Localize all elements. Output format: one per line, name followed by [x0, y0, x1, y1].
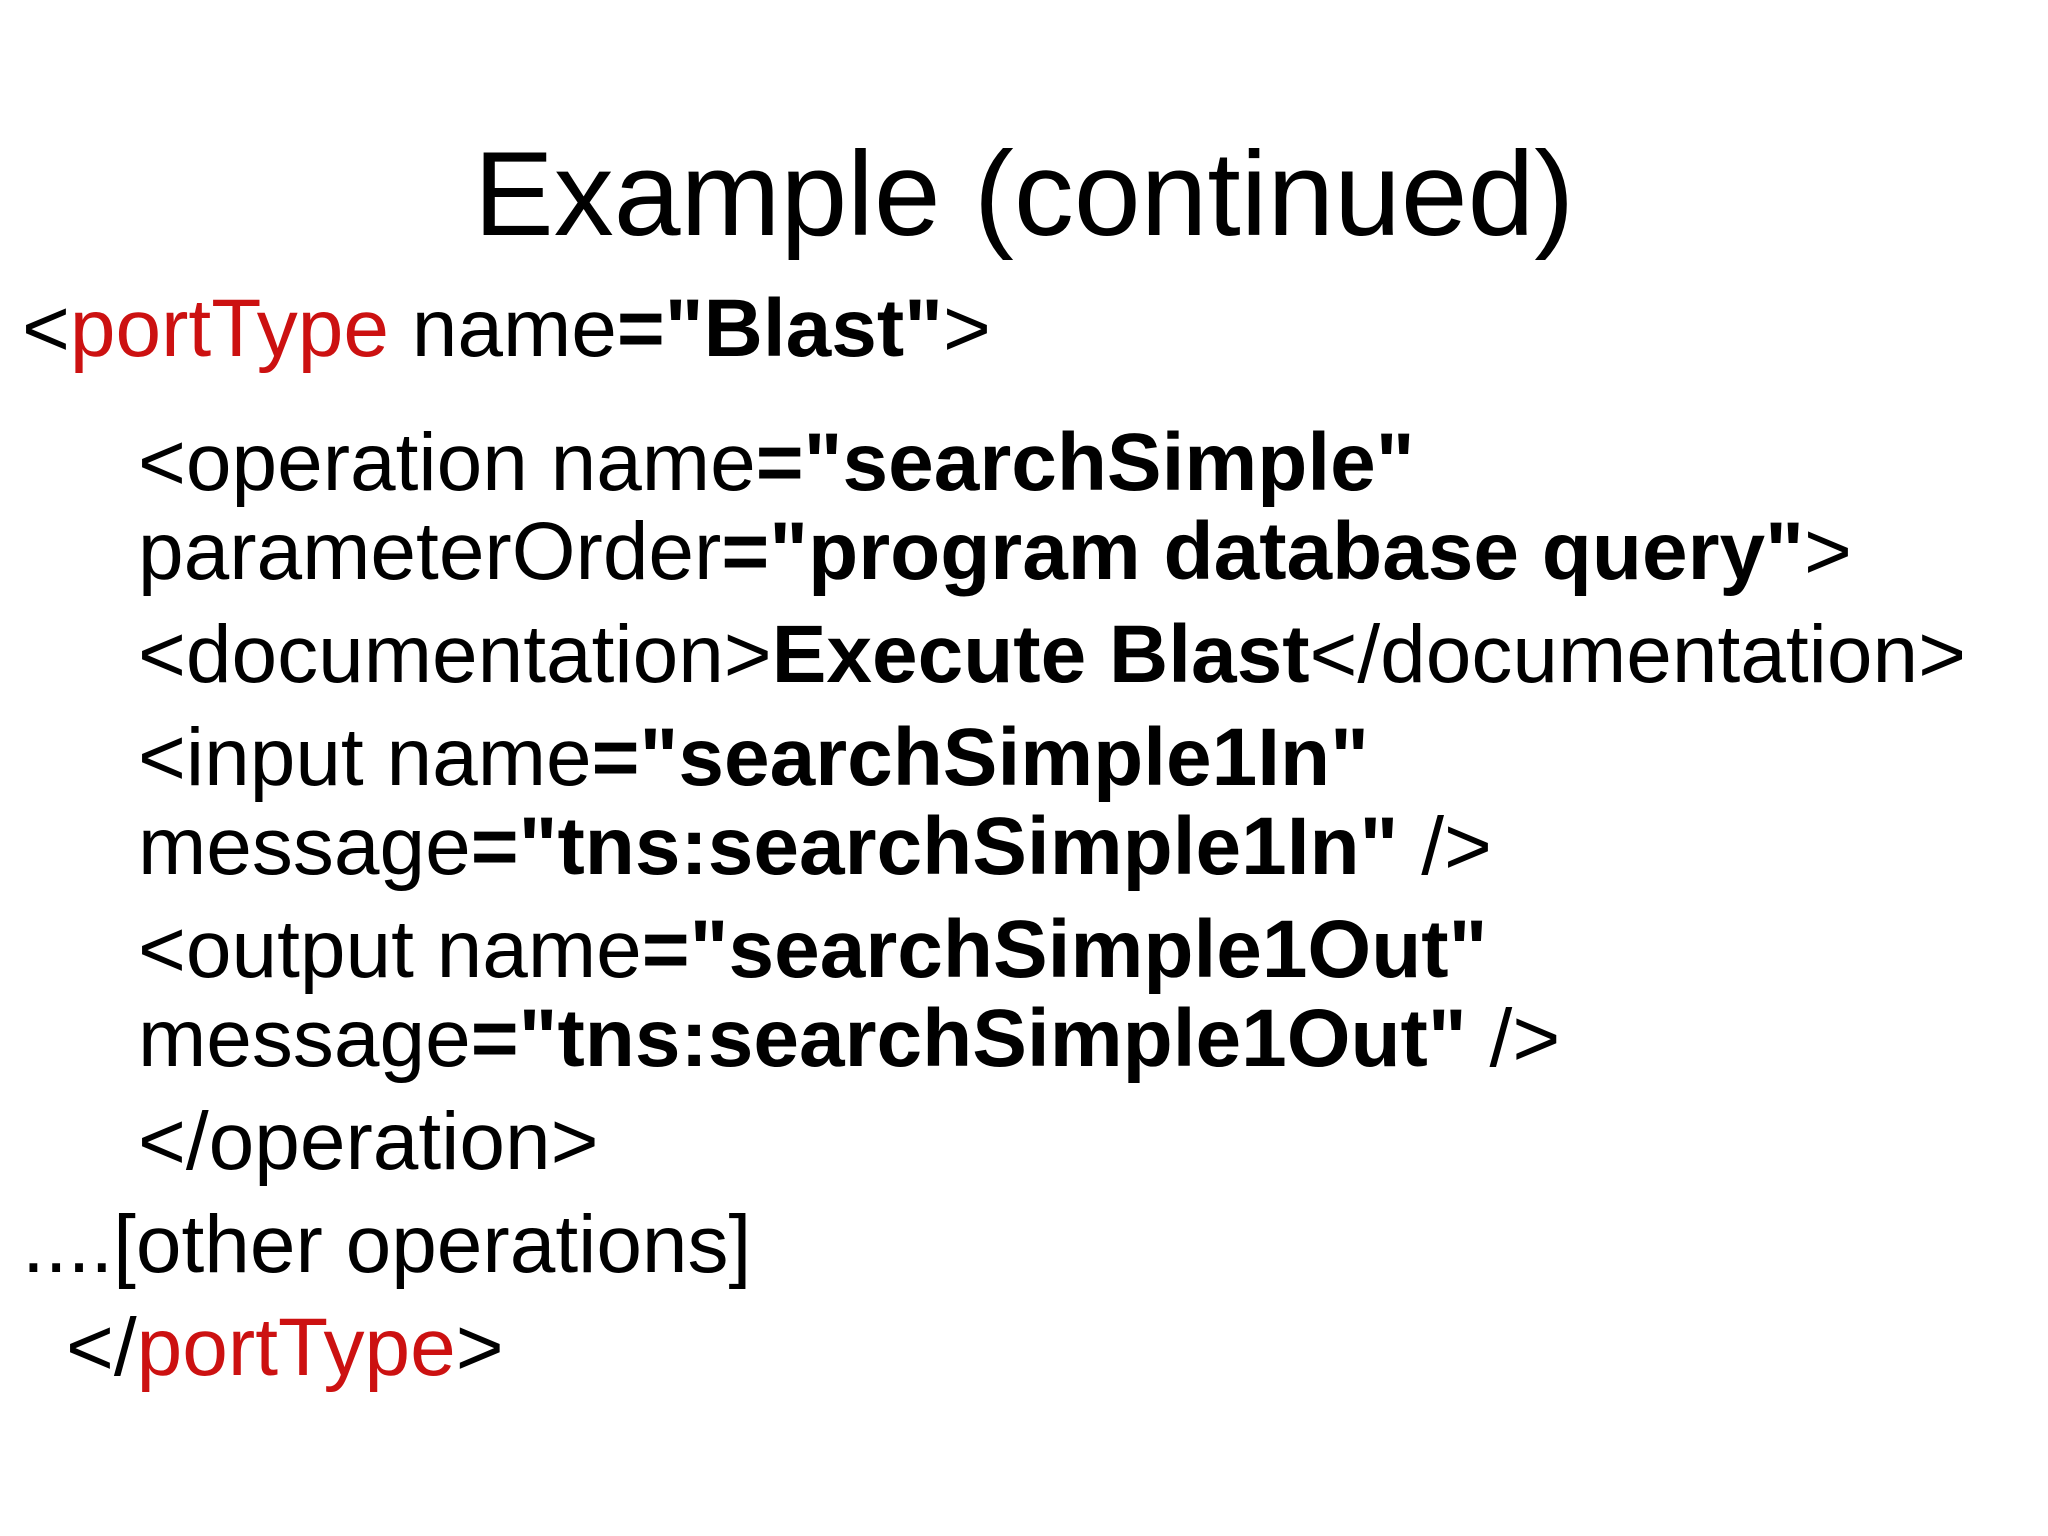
- code-segment: name: [388, 283, 617, 374]
- code-segment: portType: [69, 283, 389, 374]
- code-line: ....[other operations]: [0, 1200, 2048, 1289]
- code-segment: />: [1398, 801, 1492, 892]
- code-segment: ....[other operations]: [22, 1199, 752, 1290]
- code-segment: ="Blast": [616, 283, 944, 374]
- code-segment: <output name: [138, 904, 642, 995]
- code-paragraph: <documentation>Execute Blast</documentat…: [0, 610, 2048, 699]
- code-paragraph: <portType name="Blast">: [0, 284, 2048, 373]
- code-segment: portType: [136, 1302, 456, 1393]
- code-line: </operation>: [0, 1097, 2048, 1186]
- code-segment: <: [22, 283, 70, 374]
- code-paragraph: <operation name="searchSimple"parameterO…: [0, 418, 2048, 596]
- code-segment: >: [943, 283, 991, 374]
- code-paragraph: <input name="searchSimple1In"message="tn…: [0, 713, 2048, 891]
- code-line: <documentation>Execute Blast</documentat…: [0, 610, 2048, 699]
- code-segment: </: [66, 1302, 137, 1393]
- code-segment: >: [455, 1302, 504, 1393]
- code-segment: >: [1803, 506, 1852, 597]
- code-line: parameterOrder="program database query">: [0, 507, 2048, 596]
- slide-title: Example (continued): [473, 127, 1575, 261]
- code-segment: <input name: [138, 712, 592, 803]
- code-line: </portType>: [0, 1303, 2048, 1392]
- code-segment: message: [138, 801, 471, 892]
- code-segment: ="searchSimple1In": [591, 712, 1370, 803]
- code-segment: <documentation>: [138, 609, 772, 700]
- code-block: <portType name="Blast"><operation name="…: [0, 284, 2048, 1406]
- code-line: <operation name="searchSimple": [0, 418, 2048, 507]
- code-paragraph: </portType>: [0, 1303, 2048, 1392]
- code-segment: ="searchSimple": [755, 417, 1415, 508]
- code-line: <output name="searchSimple1Out": [0, 905, 2048, 994]
- code-paragraph: <output name="searchSimple1Out"message="…: [0, 905, 2048, 1083]
- code-segment: </documentation>: [1309, 609, 1966, 700]
- code-line: <input name="searchSimple1In": [0, 713, 2048, 802]
- code-segment: ="program database query": [721, 506, 1804, 597]
- code-line: <portType name="Blast">: [0, 284, 2048, 373]
- code-segment: ="tns:searchSimple1Out": [470, 993, 1467, 1084]
- code-segment: ="tns:searchSimple1In": [470, 801, 1399, 892]
- code-segment: parameterOrder: [138, 506, 722, 597]
- code-segment: />: [1466, 993, 1561, 1084]
- code-segment: message: [138, 993, 471, 1084]
- code-segment: Execute Blast: [771, 609, 1310, 700]
- code-line: message="tns:searchSimple1Out" />: [0, 994, 2048, 1083]
- code-segment: <operation name: [138, 417, 756, 508]
- code-paragraph: ....[other operations]: [0, 1200, 2048, 1289]
- code-segment: ="searchSimple1Out": [641, 904, 1488, 995]
- code-segment: </operation>: [138, 1096, 599, 1187]
- code-paragraph: </operation>: [0, 1097, 2048, 1186]
- code-line: message="tns:searchSimple1In" />: [0, 802, 2048, 891]
